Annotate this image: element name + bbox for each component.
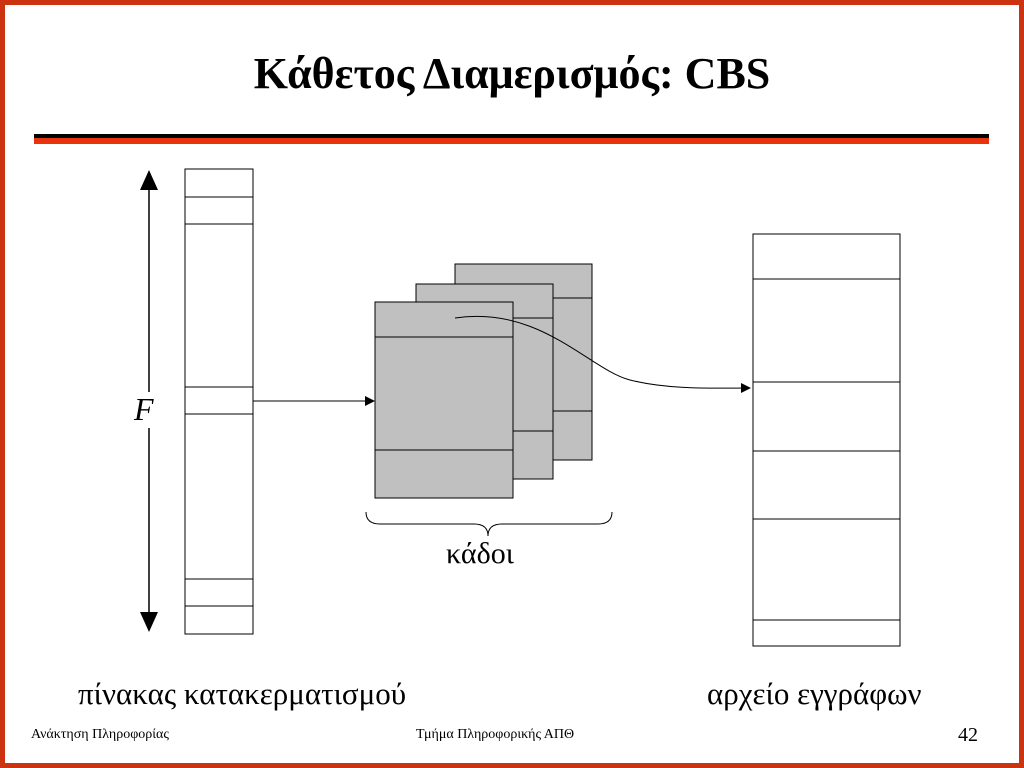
buckets-label: κάδοι — [446, 537, 514, 570]
bucket-front — [374, 301, 514, 499]
records-file — [752, 233, 901, 647]
size-arrow — [140, 170, 158, 632]
footer-course: Ανάκτηση Πληροφορίας — [31, 727, 169, 742]
footer-department: Τμήμα Πληροφορικής ΑΠΘ — [416, 727, 575, 742]
bucket-stack — [374, 263, 593, 499]
hash-table — [184, 168, 254, 635]
bucket-to-record-arrow — [454, 315, 751, 394]
hash-table-label: πίνακας κατακερματισμού — [78, 676, 407, 711]
records-file-label: αρχείο εγγράφων — [707, 676, 922, 711]
page-number: 42 — [958, 724, 978, 746]
title-divider — [34, 134, 989, 144]
slide-title: Κάθετος Διαμερισμός: CBS — [253, 49, 771, 98]
size-label: F — [134, 391, 154, 427]
buckets-brace — [365, 511, 613, 537]
